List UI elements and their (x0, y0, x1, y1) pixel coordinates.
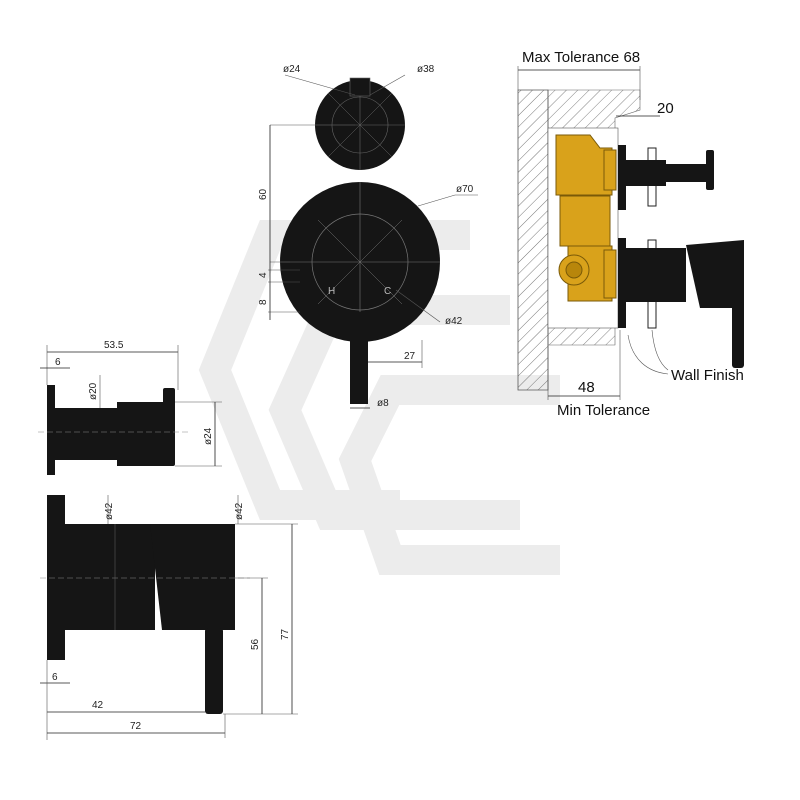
dim-dia-70: ø70 (456, 184, 474, 195)
mixer-lever (350, 312, 368, 404)
side-view-diverter: 53.5 6 ø20 ø24 (38, 340, 222, 475)
dim-42-bottom: 42 (92, 700, 104, 711)
wall-finish-label: Wall Finish (671, 367, 744, 384)
dim-60: 60 (258, 188, 269, 200)
max-tolerance-label: Max Tolerance 68 (522, 49, 640, 66)
dim-27: 27 (404, 351, 416, 362)
dim-dia-42-b: ø42 (234, 502, 245, 520)
install-section: Max Tolerance 68 20 48 Min Tolerance Wal… (517, 49, 744, 419)
dim-53-5: 53.5 (104, 340, 124, 351)
depth-20-label: 20 (657, 100, 674, 117)
dim-4: 4 (258, 272, 269, 278)
dim-dia-38: ø38 (417, 64, 435, 75)
brass-valve-body (555, 134, 617, 302)
dim-dia-20: ø20 (88, 382, 99, 400)
dim-56: 56 (250, 638, 261, 650)
dim-dia-42-front: ø42 (445, 316, 463, 327)
dim-dia-8: ø8 (377, 398, 389, 409)
front-view: ø24 ø38 H C 60 4 8 ø70 ø42 27 (258, 64, 478, 409)
dim-77: 77 (280, 628, 291, 640)
min-tolerance-label: Min Tolerance (557, 402, 650, 419)
hot-marker: H (328, 286, 335, 297)
dim-6-bottom: 6 (52, 672, 58, 683)
side-view-mixer: ø42 ø42 6 42 72 56 77 (40, 495, 298, 740)
dim-dia-42-a: ø42 (104, 502, 115, 520)
depth-48-label: 48 (578, 379, 595, 396)
dim-8: 8 (258, 299, 269, 305)
dim-dia-24-front: ø24 (283, 64, 301, 75)
dim-6-top: 6 (55, 357, 61, 368)
dim-72: 72 (130, 721, 142, 732)
cold-marker: C (384, 286, 391, 297)
dim-dia-24-side: ø24 (203, 427, 214, 445)
